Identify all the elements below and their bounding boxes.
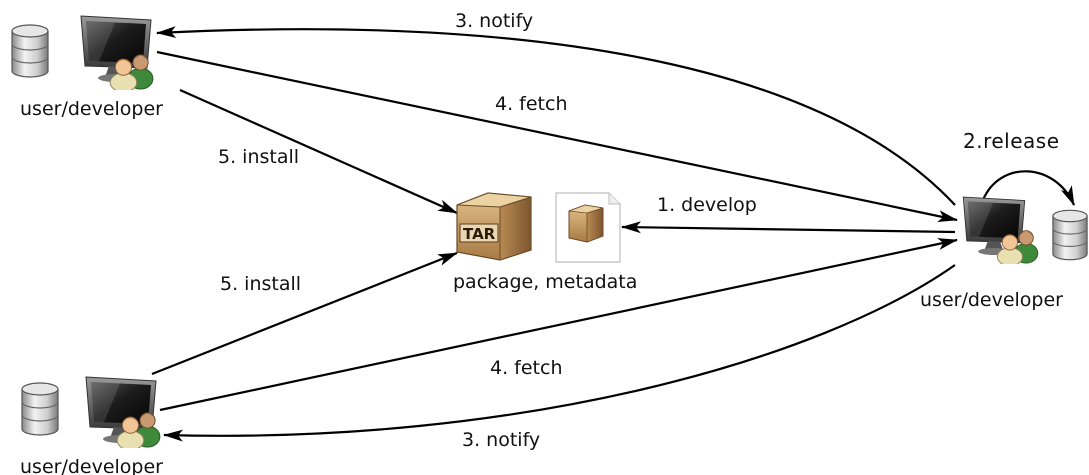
arrow-develop [621,221,956,234]
label-notify-top: 3. notify [455,10,533,32]
label-develop: 1. develop [657,194,757,216]
arrow-release [981,170,1076,206]
node-user-bottom-left: user/developer [20,376,163,475]
label-install-bottom: 5. install [220,273,301,295]
node-label: user/developer [920,289,1063,311]
node-label: user/developer [20,456,163,475]
arrow-fetch-bottom [159,238,958,412]
database-icon [11,24,49,78]
node-user-top-left: user/developer [11,15,163,120]
arrow-notify-top [156,26,956,206]
edges [151,26,1076,442]
svg-text:TAR: TAR [463,225,496,243]
database-icon [1052,209,1088,261]
edge-labels: 3. notify 4. fetch 2.release 5. install … [218,10,1060,451]
label-notify-bottom: 3. notify [462,429,540,451]
label-fetch-top: 4. fetch [495,93,567,115]
node-package: TAR package, metadata [453,192,637,293]
node-label: user/developer [20,98,163,120]
tar-archive-icon: TAR [456,192,532,261]
node-user-right: user/developer [920,196,1088,311]
metadata-document-icon [555,192,621,263]
database-icon [21,382,59,436]
label-fetch-bottom: 4. fetch [490,357,562,379]
label-release: 2.release [963,129,1060,153]
node-label: package, metadata [453,271,637,293]
arrow-install-bottom [151,251,458,376]
arrow-fetch-top [156,50,958,222]
arrow-notify-bottom [163,264,956,442]
label-install-top: 5. install [218,146,299,168]
arrow-install-top [179,88,458,215]
